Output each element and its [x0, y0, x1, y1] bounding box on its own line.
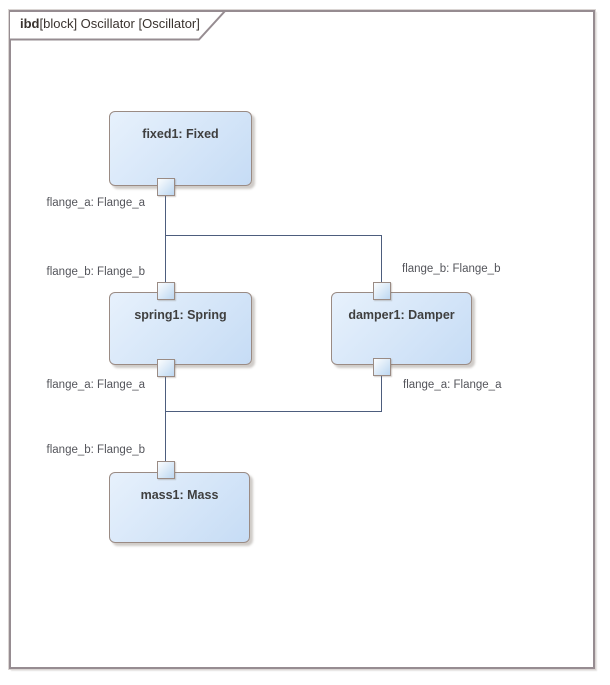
frame-tab-shape: [9, 10, 228, 41]
block-fixed1-label: fixed1: Fixed: [142, 127, 219, 141]
frame-title-text: [block] Oscillator [Oscillator]: [39, 16, 200, 31]
frame-title-tab: [9, 10, 228, 41]
port-label-damper1-flange-a: flange_a: Flange_a: [403, 379, 502, 391]
block-spring1[interactable]: spring1: Spring: [109, 292, 252, 365]
block-fixed1[interactable]: fixed1: Fixed: [109, 111, 252, 186]
connector-spring-to-mass[interactable]: [165, 377, 166, 461]
port-damper1-flange-a[interactable]: [373, 358, 391, 376]
port-label-spring1-flange-a: flange_a: Flange_a: [46, 379, 145, 391]
block-mass1-label: mass1: Mass: [140, 488, 219, 502]
block-spring1-label: spring1: Spring: [134, 308, 227, 322]
diagram-frame: [9, 10, 595, 669]
frame-title: ibd[block] Oscillator [Oscillator]: [20, 10, 200, 38]
port-label-fixed1-flange-a: flange_a: Flange_a: [46, 197, 145, 209]
frame-title-keyword: ibd: [20, 16, 40, 31]
connector-fixed-to-damper-vertical[interactable]: [381, 235, 382, 283]
block-damper1[interactable]: damper1: Damper: [331, 292, 472, 365]
connector-fixed-to-spring[interactable]: [165, 196, 166, 283]
port-label-damper1-flange-b: flange_b: Flange_b: [402, 263, 501, 275]
connector-mass-to-damper-horizontal[interactable]: [165, 411, 382, 412]
connector-mass-to-damper-vertical[interactable]: [381, 376, 382, 412]
block-damper1-label: damper1: Damper: [348, 308, 455, 322]
connector-fixed-to-damper-horizontal[interactable]: [165, 235, 382, 236]
port-fixed1-flange-a[interactable]: [157, 178, 175, 196]
port-label-mass1-flange-b: flange_b: Flange_b: [46, 444, 145, 456]
port-label-spring1-flange-b: flange_b: Flange_b: [46, 266, 145, 278]
port-damper1-flange-b[interactable]: [373, 282, 391, 300]
port-spring1-flange-a[interactable]: [157, 359, 175, 377]
port-spring1-flange-b[interactable]: [157, 282, 175, 300]
port-mass1-flange-b[interactable]: [157, 461, 175, 479]
block-mass1[interactable]: mass1: Mass: [109, 472, 250, 543]
